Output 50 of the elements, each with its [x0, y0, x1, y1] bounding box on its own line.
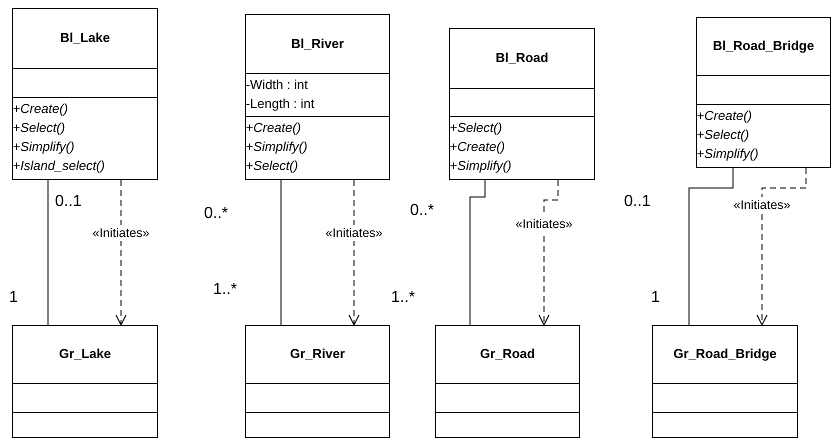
multiplicity-label: 0..*: [410, 202, 434, 220]
multiplicity-label: 0..1: [55, 193, 82, 211]
multiplicity-label: 1: [651, 289, 660, 307]
class-member: +Select(): [12, 120, 66, 135]
class-box: [12, 325, 158, 438]
class-box: [696, 17, 831, 168]
class-member: +Island_select(): [12, 158, 105, 173]
class-member: +Create(): [450, 138, 505, 154]
multiplicity-label: 1: [9, 289, 18, 307]
dependency-arrow: [538, 180, 558, 326]
class-name: Bl_Road: [494, 50, 550, 65]
edge-label: «Initiates»: [92, 225, 150, 241]
class-box: [449, 28, 595, 180]
edge-label: «Initiates»: [326, 225, 382, 241]
association-line: [470, 180, 486, 326]
class-box: [245, 325, 390, 438]
association-line: [280, 180, 282, 326]
class-member: +Create(): [696, 108, 752, 123]
class-member: +Create(): [246, 120, 301, 135]
class-member: +Simplify(): [12, 138, 74, 154]
class-box: [435, 325, 580, 438]
class-name: Bl_Lake: [59, 30, 111, 45]
edge-label: «Initiates»: [516, 216, 572, 232]
class-box: [12, 8, 158, 180]
dependency-arrow: [116, 180, 126, 326]
class-name: Gr_River: [289, 346, 346, 361]
dependency-arrow: [756, 168, 806, 326]
class-name: Gr_Lake: [58, 346, 112, 361]
class-member: +Select(): [696, 126, 750, 142]
multiplicity-label: 1..*: [391, 289, 416, 307]
class-member: -Width : int: [246, 76, 308, 92]
class-name: Gr_Road: [479, 346, 536, 361]
class-name: Bl_Road_Bridge: [712, 38, 816, 53]
class-member: +Create(): [12, 100, 68, 116]
class-member: +Simplify(): [450, 158, 512, 173]
edge-label: «Initiates»: [734, 197, 790, 213]
multiplicity-label: 0..1: [624, 193, 651, 211]
class-member: +Simplify(): [246, 138, 308, 154]
association-line: [688, 168, 734, 326]
class-member: +Select(): [246, 158, 298, 173]
class-member: -Length : int: [246, 96, 314, 111]
class-box: [652, 325, 798, 438]
class-member: +Simplify(): [696, 146, 758, 161]
dependency-arrow: [348, 180, 360, 326]
class-member: +Select(): [450, 120, 502, 135]
multiplicity-label: 0..*: [204, 205, 228, 223]
multiplicity-label: 1..*: [213, 281, 238, 299]
class-name: Bl_River: [290, 36, 345, 50]
class-box: [245, 14, 390, 180]
class-name: Gr_Road_Bridge: [672, 346, 778, 361]
